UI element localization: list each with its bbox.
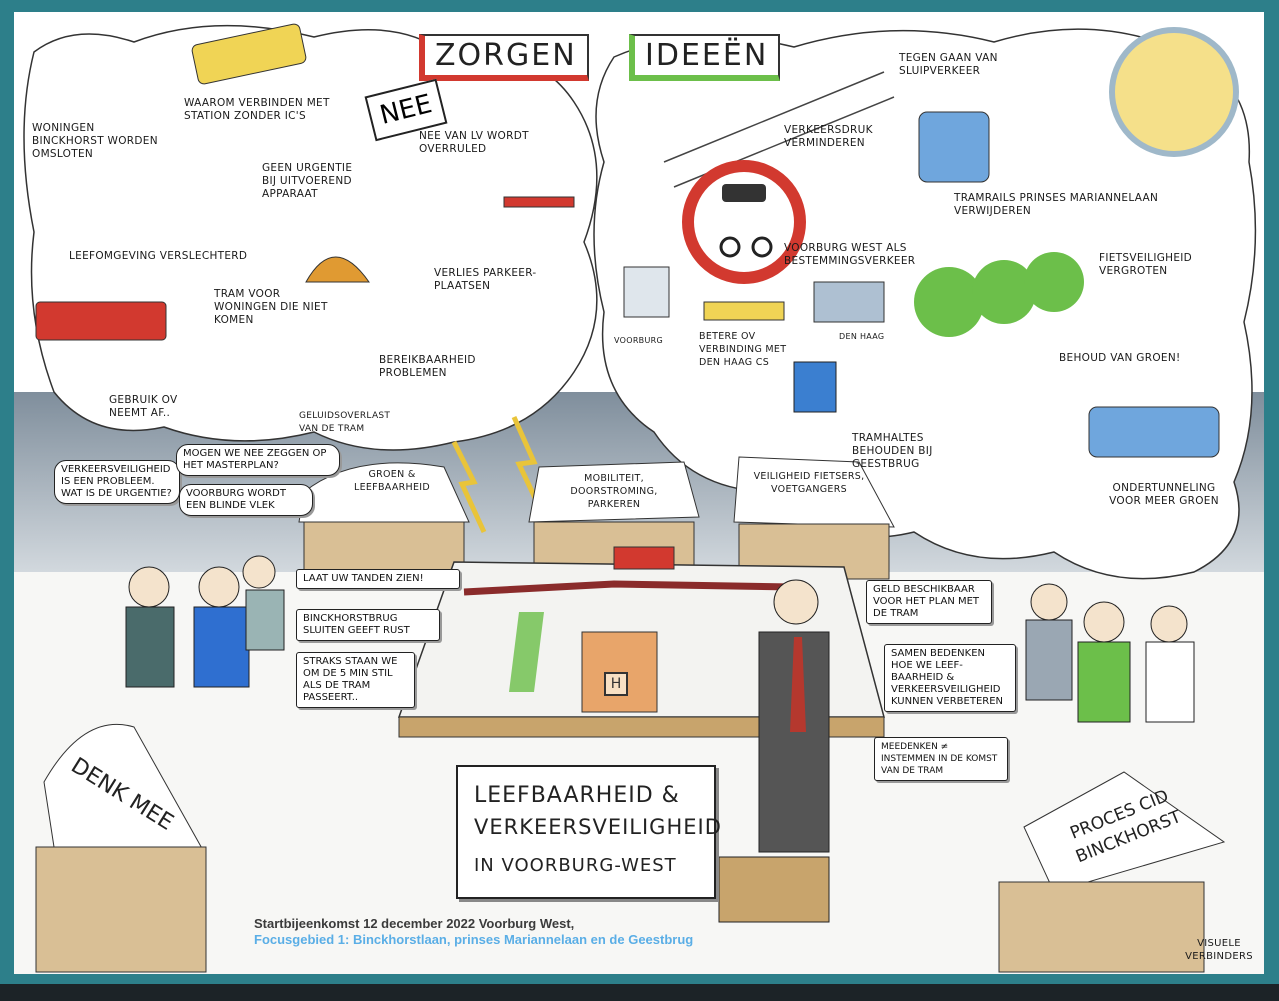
note-tramhaltes: TRAMHALTES BEHOUDEN BIJ GEESTBRUG [852,432,933,470]
stall-counter-denk-mee [35,846,207,973]
note-ondertunneling: ONDERTUNNELING VOOR MEER GROEN [1109,482,1219,507]
stall-roof-veiligheid [733,456,895,528]
caption-date: Startbijeenkomst 12 december 2022 Voorbu… [254,916,575,931]
note-verbinden: WAAROM VERBINDEN MET STATION ZONDER IC'S [184,97,330,122]
sign-car-icon [722,184,766,202]
yellow-train [703,301,785,321]
map-tram [613,546,675,570]
note-parkeer: VERLIES PARKEER-PLAATSEN [434,267,537,292]
title-line-1: LEEFBAARHEID & [474,783,680,808]
note-urgentie: GEEN URGENTIE BIJ UITVOEREND APPARAAT [262,162,353,200]
tramstop-sign [793,361,837,413]
tram-icon [918,111,990,183]
person-head [242,555,276,589]
note-leefomgeving: LEEFOMGEVING VERSLECHTERD [69,250,248,262]
stall-label-veiligheid: VEILIGHEID FIETSERS, VOETGANGERS [753,471,865,495]
speech-bubble: MOGEN WE NEE ZEGGEN OP HET MASTERPLAN? [176,444,340,476]
quote-box: SAMEN BEDENKEN HOE WE LEEF-BAARHEID & VE… [884,644,1016,712]
quote-box: GELD BESCHIKBAAR VOOR HET PLAN MET DE TR… [866,580,992,624]
person-head [128,566,170,608]
stall-roof-groen [298,462,470,523]
background-illustration [14,23,1264,974]
person-body [193,606,250,688]
quote-box: MEEDENKEN ≠ INSTEMMEN IN DE KOMST VAN DE… [874,737,1008,781]
note-bestemmingsverkeer: VOORBURG WEST ALS BESTEMMINGSVERKEER [784,242,916,267]
speech-bubble: VERKEERSVEILIGHEID IS EEN PROBLEEM. WAT … [54,460,180,504]
note-behoud-groen: BEHOUD VAN GROEN! [1059,352,1181,364]
speaker-box [718,856,830,923]
title-line-3: IN VOORBURG-WEST [474,855,677,876]
person-head [1083,601,1125,643]
zorgen-heading: ZORGEN [419,34,589,81]
note-bereikbaarheid: BEREIKBAARHEID PROBLEMEN [379,354,476,379]
sun [1109,27,1239,157]
poster: ZORGEN IDEEËN NEE WONINGEN BINCKHORST WO… [14,12,1264,974]
sand-pile [305,256,370,283]
denhaag-buildings [813,281,885,323]
speaker-tie [790,637,806,732]
lightning-bolt-2 [511,415,547,519]
stall-roof-denk-mee [43,723,205,853]
ideeen-heading: IDEEËN [629,34,781,81]
person-body [1025,619,1073,701]
stall-label-mobiliteit: MOBILITEIT, DOORSTROMING, PARKEREN [570,473,658,510]
poster-title-box: LEEFBAARHEID & VERKEERSVEILIGHEID IN VOO… [456,765,721,899]
bottom-bar [0,984,1279,1001]
tree-icon [972,260,1036,324]
note-verkeersdruk: VERKEERSDRUK VERMINDEREN [784,124,873,149]
zorgen-cloud [23,24,598,451]
stall-roof-proces [1023,771,1226,893]
quote-box: BINCKHORSTBRUG SLUITEN GEEFT RUST [296,609,440,641]
map-label-den-haag: DEN HAAG [839,332,885,341]
sign-moped-wheel [751,236,773,258]
caption-focus-area: Focusgebied 1: Binckhorstlaan, prinses M… [254,932,694,947]
sign-moped-icon [719,236,741,258]
map-green-area [509,612,544,692]
person-head [198,566,240,608]
tree-icon [914,267,984,337]
person-body [1145,641,1195,723]
speaker-head [773,579,819,625]
tram-icon [1088,406,1220,458]
note-tramrails: TRAMRAILS PRINSES MARIANNELAAN VERWIJDER… [954,192,1159,217]
note-woningen: WONINGEN BINCKHORST WORDEN OMSLOTEN [32,122,158,160]
stall-counter-proces [998,881,1205,973]
road-barrier [503,196,575,208]
voorburg-buildings [623,266,670,318]
quote-box: LAAT UW TANDEN ZIEN! [296,569,460,589]
tree-icon [1024,252,1084,312]
note-tram-woningen: TRAM VOOR WONINGEN DIE NIET KOMEN [214,288,328,326]
stall-label-groen: GROEN & LEEFBAARHEID [353,469,430,493]
note-fietsveiligheid: FIETSVEILIGHEID VERGROTEN [1099,252,1193,277]
signature: VISUELE VERBINDERS [1185,938,1253,962]
person-head [1030,583,1068,621]
stall-roof-mobiliteit [528,461,700,523]
speech-bubble: VOORBURG WORDT EEN BLINDE VLEK [179,484,313,516]
map-h-marker: H [604,672,628,696]
person-body [1077,641,1131,723]
red-tram-icon [35,301,167,341]
person-body [245,589,285,651]
title-line-2: VERKEERSVEILIGHEID [474,815,722,839]
person-body [125,606,175,688]
note-nee-lv: NEE VAN LV WORDT OVERRULED [419,130,529,155]
lightning-bolt [451,440,487,534]
note-gebruik-ov: GEBRUIK OV NEEMT AF.. [109,394,178,419]
map-label-voorburg: VOORBURG [614,336,663,345]
note-betere-ov: BETERE OV VERBINDING MET DEN HAAG CS [699,331,787,368]
note-sluipverkeer: TEGEN GAAN VAN SLUIPVERKEER [899,52,998,77]
train-icon [191,23,307,85]
note-geluid: GELUIDSOVERLAST VAN DE TRAM [299,411,391,434]
person-head [1150,605,1188,643]
map-road-red [463,580,795,596]
quote-box: STRAKS STAAN WE OM DE 5 MIN STIL ALS DE … [296,652,415,708]
